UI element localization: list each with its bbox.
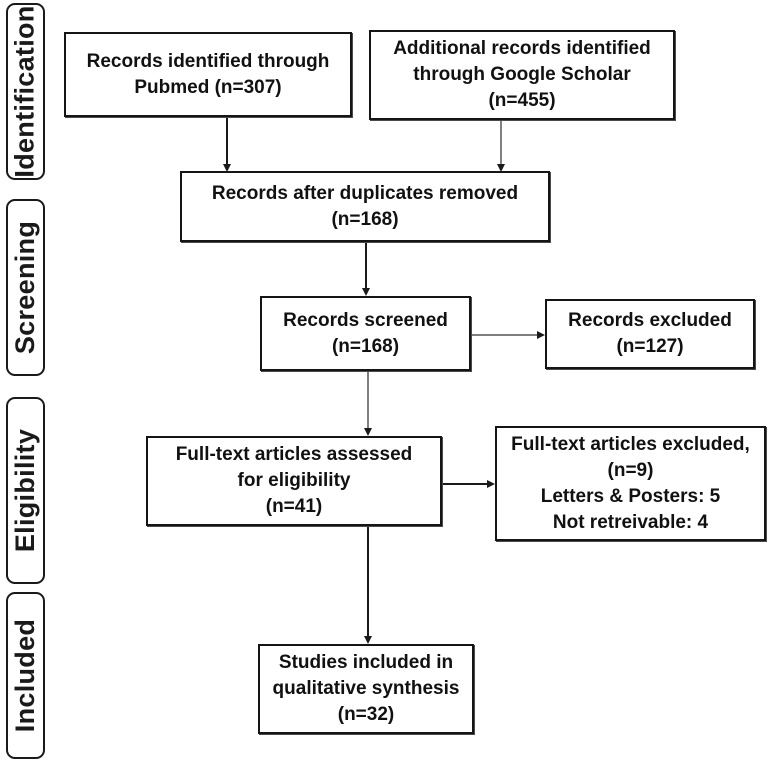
box-duplicates-removed: Records after duplicates removed (n=168) bbox=[180, 171, 550, 242]
box-records-pubmed-line2: Pubmed (n=307) bbox=[134, 76, 282, 98]
box-fulltext-excluded-line3: Letters & Posters: 5 bbox=[540, 485, 721, 507]
box-fulltext-excluded-line1: Full-text articles excluded, bbox=[511, 433, 750, 455]
stage-label-identification: Identification bbox=[6, 3, 45, 180]
box-records-excluded: Records excluded (n=127) bbox=[545, 299, 755, 369]
stage-label-included: Included bbox=[6, 592, 45, 759]
box-studies-included-line1: Studies included in bbox=[278, 652, 454, 673]
box-fulltext-assessed-line2: for eligibility bbox=[237, 470, 351, 491]
box-records-google-scholar: Additional records identified through Go… bbox=[369, 30, 675, 120]
box-records-excluded-line2: (n=127) bbox=[616, 336, 684, 357]
box-duplicates-removed-line1: Records after duplicates removed bbox=[211, 182, 519, 204]
box-records-google-scholar-line2: through Google Scholar bbox=[413, 64, 631, 85]
box-fulltext-excluded-line4: Not retreivable: 4 bbox=[552, 511, 709, 533]
box-studies-included-line3: (n=32) bbox=[337, 704, 395, 725]
box-records-google-scholar-line3: (n=455) bbox=[488, 90, 556, 111]
box-fulltext-assessed: Full-text articles assessed for eligibil… bbox=[146, 436, 442, 526]
box-records-screened-line2: (n=168) bbox=[331, 335, 400, 357]
box-records-screened-line1: Records screened bbox=[283, 309, 448, 331]
box-records-google-scholar-line1: Additional records identified bbox=[393, 38, 651, 59]
box-records-pubmed-line1: Records identified through bbox=[86, 50, 330, 72]
box-fulltext-assessed-line3: (n=41) bbox=[265, 496, 323, 517]
box-records-screened: Records screened (n=168) bbox=[260, 296, 471, 371]
box-records-excluded-line1: Records excluded bbox=[568, 310, 732, 331]
box-fulltext-assessed-line1: Full-text articles assessed bbox=[175, 444, 413, 465]
box-duplicates-removed-line2: (n=168) bbox=[331, 208, 399, 230]
box-studies-included: Studies included in qualitative synthesi… bbox=[258, 644, 474, 734]
stage-label-screening: Screening bbox=[6, 199, 45, 376]
box-records-pubmed: Records identified through Pubmed (n=307… bbox=[64, 32, 352, 117]
stage-label-eligibility: Eligibility bbox=[6, 397, 45, 584]
box-studies-included-line2: qualitative synthesis bbox=[272, 678, 460, 699]
box-fulltext-excluded-line2: (n=9) bbox=[607, 459, 654, 481]
box-fulltext-excluded: Full-text articles excluded, (n=9) Lette… bbox=[495, 426, 766, 541]
